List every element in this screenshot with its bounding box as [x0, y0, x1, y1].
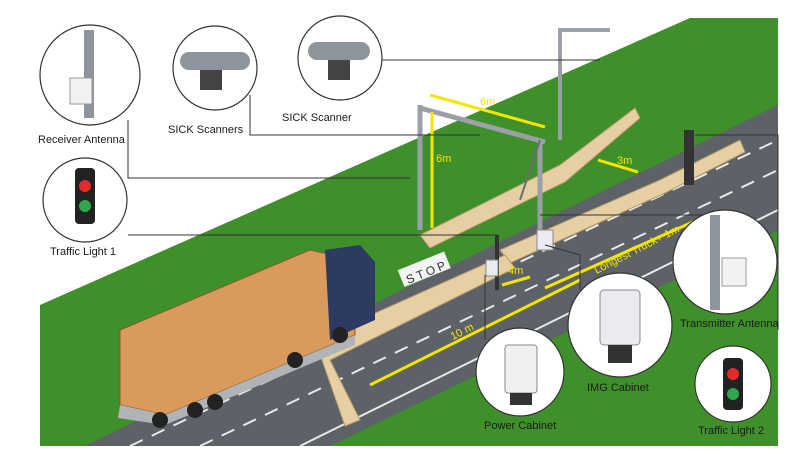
scene-traffic-light-2 [684, 130, 694, 185]
label-transmitter-antenna: Transmitter Antenna [680, 318, 779, 330]
dim-arrow-gantry-width [429, 93, 546, 129]
leader-traffic-light-2 [695, 134, 779, 330]
barrier-upper [419, 107, 641, 249]
label-traffic-light-2: Traffic Light 2 [698, 425, 765, 437]
leader-img-cabinet [544, 244, 581, 290]
label-sick-scanners: SICK Scanners [168, 124, 244, 136]
lane-line [199, 169, 779, 447]
label-sick-scanner: SICK Scanner [282, 112, 352, 124]
truck-wheel [207, 394, 223, 410]
light-red-1 [79, 180, 91, 192]
label-traffic-light-1: Traffic Light 1 [50, 246, 117, 258]
label-img-cabinet: IMG Cabinet [587, 382, 649, 394]
dim-arrow-truck [544, 210, 716, 290]
dim-gantry-width: 6m [480, 96, 496, 108]
gantry-beam [419, 105, 546, 145]
truck-wheel [152, 412, 168, 428]
truck-cab [325, 245, 375, 340]
truck-trailer [118, 335, 355, 425]
dim-arrow-stop [501, 275, 531, 287]
light-red-2 [727, 368, 739, 380]
dim-arrow-lane [597, 158, 639, 174]
leader-receiver-antenna [127, 120, 410, 179]
dim-arrow-approach [369, 278, 581, 387]
scene-cabinet-img [536, 229, 554, 251]
gantry-arm [519, 139, 541, 201]
label-receiver-antenna: Receiver Antenna [38, 134, 125, 146]
truck-wheel [332, 327, 348, 343]
leader-sick-scanners [249, 95, 480, 136]
scene-cabinet-power [485, 259, 499, 277]
light-green-1 [79, 200, 91, 212]
dim-gantry-height: 6m [436, 153, 452, 165]
light-green-2 [727, 388, 739, 400]
dim-lane-width: 3m [617, 155, 633, 167]
truck-wheel [187, 402, 203, 418]
label-power-cabinet: Power Cabinet [484, 420, 557, 432]
stop-marking-bg [397, 251, 451, 287]
truck-wheel [287, 352, 303, 368]
dim-stop-offset: 4m [508, 265, 524, 277]
